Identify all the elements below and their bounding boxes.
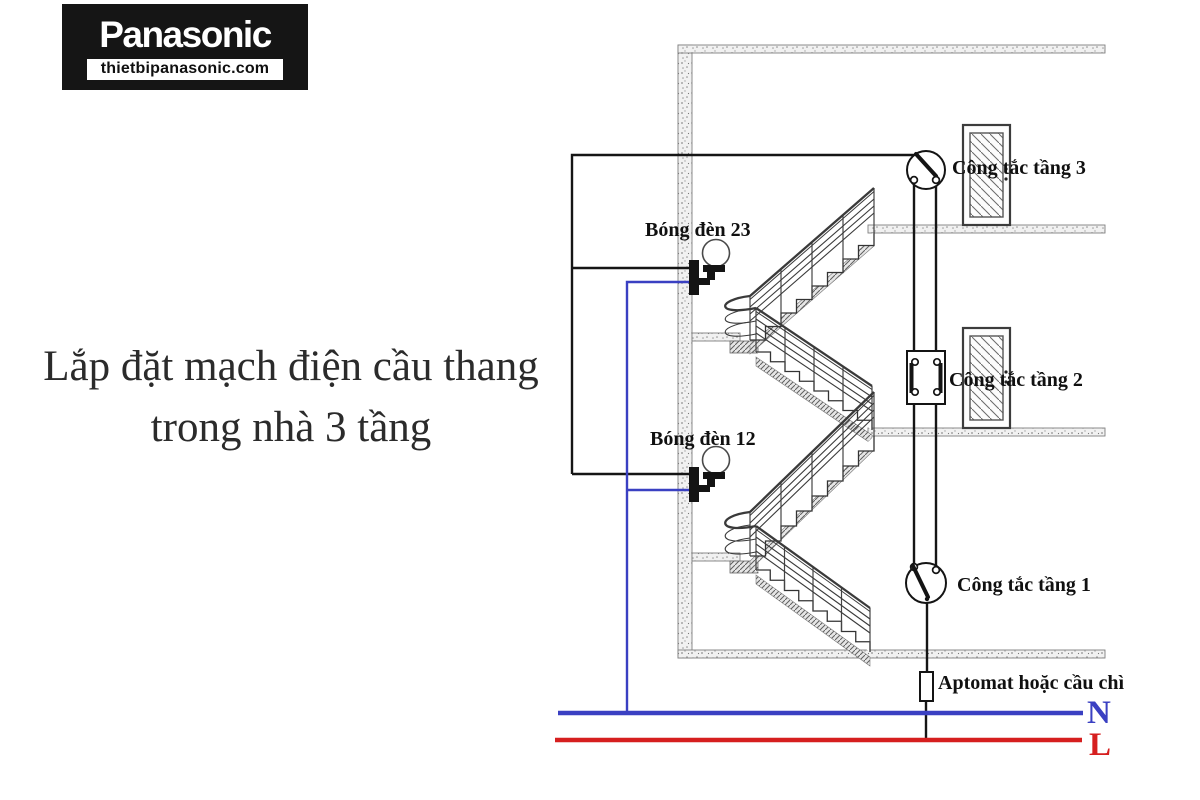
switch-floor1-symbol xyxy=(905,562,947,604)
page-title-line1: Lắp đặt mạch điện cầu thang xyxy=(43,343,539,390)
roof-slab xyxy=(677,44,1106,54)
live-wires xyxy=(570,153,938,740)
door-handle-icon xyxy=(1004,370,1008,374)
diagram-labels: Bóng đèn 23 Bóng đèn 12 Công tắc tầng 3 … xyxy=(645,157,1125,763)
panasonic-wordmark: Panasonic xyxy=(99,13,272,55)
switch-lever-icon xyxy=(911,564,930,599)
door-floor2 xyxy=(961,326,1012,430)
stair-flight xyxy=(749,391,875,571)
wire-switch3-to-lamps xyxy=(570,153,916,474)
panasonic-logo: Panasonic thietbipanasonic.com xyxy=(62,4,308,90)
staircase xyxy=(724,187,875,667)
neutral-riser xyxy=(625,280,690,712)
label-lamp23: Bóng đèn 23 xyxy=(645,219,751,241)
floor2-slab xyxy=(867,427,1106,437)
door-floor3 xyxy=(961,123,1012,227)
switch-floor2-symbol xyxy=(906,350,946,405)
label-switch-floor2: Công tắc tầng 2 xyxy=(949,369,1083,391)
page-title: Lắp đặt mạch điện cầu thang trong nhà 3 … xyxy=(0,336,582,458)
landing-lower-slab xyxy=(691,552,741,562)
lamp-globe-icon xyxy=(701,238,731,268)
switch-lever-icon xyxy=(914,152,938,178)
lamp-23-symbol xyxy=(689,238,731,295)
stair-flight xyxy=(755,525,871,667)
logo-website: thietbipanasonic.com xyxy=(87,58,283,80)
label-live: L xyxy=(1089,727,1111,763)
floor3-slab xyxy=(867,224,1106,234)
breaker-symbol xyxy=(919,671,934,702)
lamp-12-symbol xyxy=(689,445,731,502)
door-handle-icon xyxy=(1004,167,1008,171)
label-lamp12: Bóng đèn 12 xyxy=(650,428,756,450)
stair-railing-turn xyxy=(724,510,757,555)
stair-railing-turn xyxy=(724,294,757,337)
left-wall xyxy=(677,44,693,659)
label-switch-floor3: Công tắc tầng 3 xyxy=(952,157,1086,179)
landing-upper-slab xyxy=(691,332,741,342)
label-breaker: Aptomat hoặc cầu chì xyxy=(938,672,1125,694)
page-title-line2: trong nhà 3 tầng xyxy=(150,404,432,451)
building-structure xyxy=(677,44,1106,659)
label-switch-floor1: Công tắc tầng 1 xyxy=(957,574,1091,596)
switch-floor3-symbol xyxy=(906,150,946,190)
stair-flight xyxy=(749,187,875,355)
lamp-globe-icon xyxy=(701,445,731,475)
neutral-wires xyxy=(625,280,690,712)
ground-slab xyxy=(677,649,1106,659)
label-neutral: N xyxy=(1087,695,1111,731)
